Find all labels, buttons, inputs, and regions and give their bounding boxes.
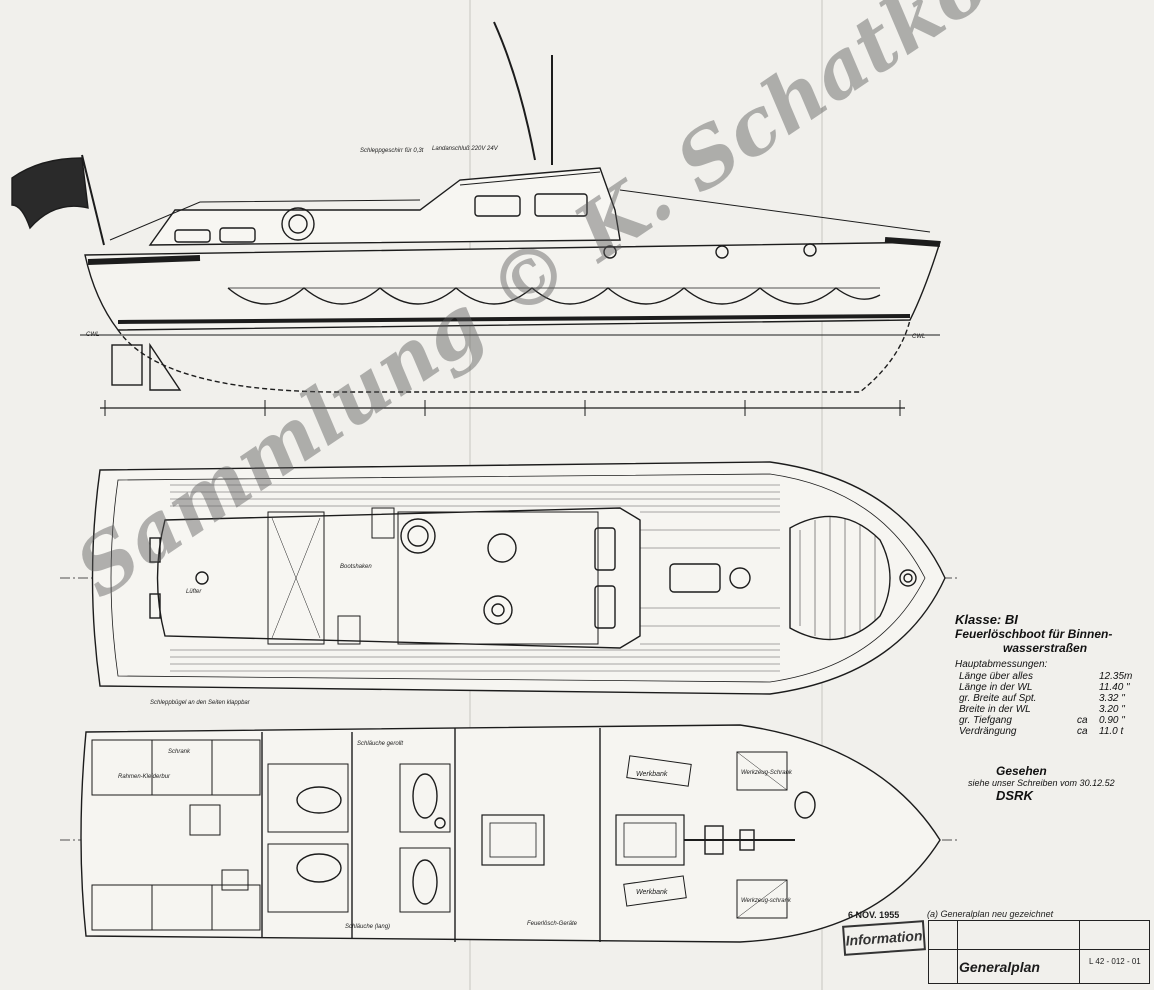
- stamp-date: 6 NOV. 1955: [848, 910, 900, 920]
- specifications-block: Klasse: BI Feuerlöschboot für Binnen- wa…: [955, 612, 1154, 737]
- flag-icon: [11, 154, 105, 246]
- cwl-left: CWL: [86, 332, 99, 338]
- label-werkzeug-top: Werkzeug-Schrank: [741, 770, 793, 776]
- approval-note: Gesehen siehe unser Schreiben vom 30.12.…: [968, 764, 1115, 803]
- label-werkbank-bottom: Werkbank: [636, 889, 668, 896]
- information-stamp: Information: [842, 920, 926, 956]
- label-feuerloesch: Feuerlösch-Geräte: [527, 921, 578, 927]
- approval-heading: Gesehen: [996, 764, 1047, 778]
- title-block: (a) Generalplan neu gezeichnet Generalpl…: [927, 909, 1150, 984]
- label-bootshaken: Bootshaken: [340, 564, 372, 570]
- drawing-title: Generalplan: [959, 959, 1040, 975]
- approval-text: siehe unser Schreiben vom 30.12.52: [968, 778, 1115, 788]
- vessel-class: Klasse: BI: [955, 612, 1018, 627]
- revision-note: (a) Generalplan neu gezeichnet: [927, 909, 1054, 919]
- label-schlauche-top: Schläuche gerollt: [357, 741, 403, 747]
- label-schlauche-bottom: Schläuche (lang): [345, 924, 390, 930]
- callout-tow: Schleppgeschirr für 0,3t: [360, 148, 424, 154]
- label-rahmen: Rahmen-Kleiderbur: [118, 774, 171, 780]
- deck-plan: [60, 461, 960, 695]
- cwl-right: CWL: [912, 334, 925, 340]
- vessel-type-line2: wasserstraßen: [1003, 641, 1088, 655]
- spec-row: gr. Breite auf Spt.3.32 ": [959, 693, 1125, 704]
- callout-shore: Landanschluß 220V 24V: [432, 146, 499, 152]
- interior-plan: [60, 724, 960, 943]
- dims-title: Hauptabmessungen:: [955, 659, 1048, 670]
- approval-org: DSRK: [996, 788, 1033, 803]
- callout-schleppbuegel: Schleppbügel an den Seiten klappbar: [150, 700, 251, 706]
- vessel-type-line1: Feuerlöschboot für Binnen-: [955, 627, 1113, 641]
- label-werkbank-top: Werkbank: [636, 771, 668, 778]
- label-schrank: Schrank: [168, 749, 191, 755]
- label-werkzeug-bottom: Werkzeug-schrank: [741, 898, 792, 904]
- label-luefter: Lüfter: [186, 589, 202, 595]
- side-view: [11, 21, 941, 416]
- drawing-number: L 42 - 012 - 01: [1089, 957, 1141, 966]
